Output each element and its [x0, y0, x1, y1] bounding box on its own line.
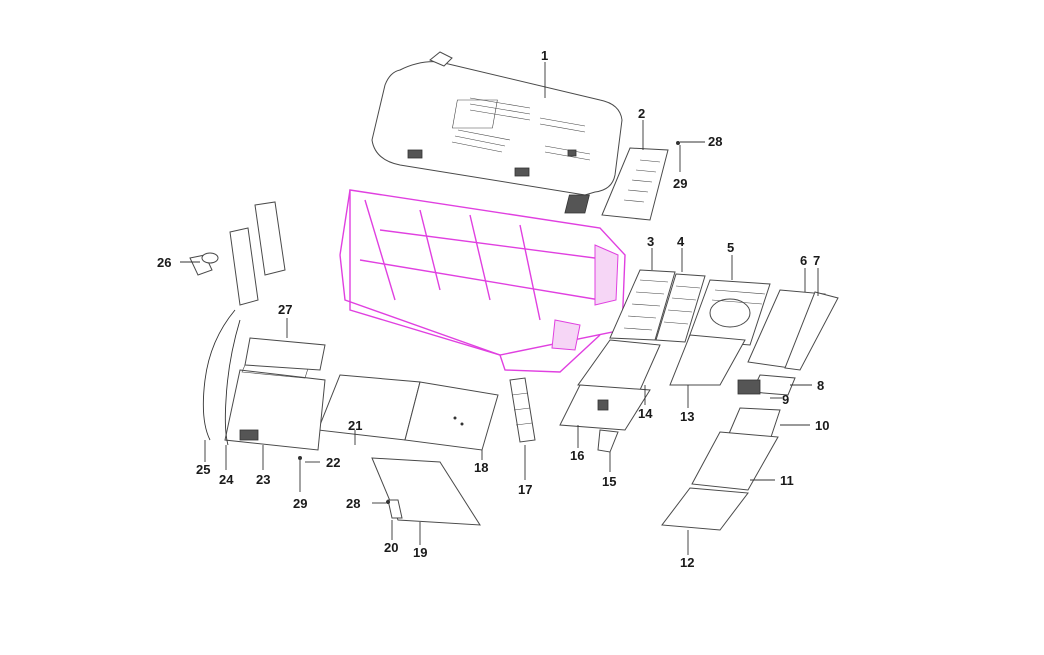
callout-29b: 29 [293, 496, 307, 511]
box-23-part [224, 357, 326, 451]
callout-19: 19 [413, 545, 427, 560]
floor-plate-21-part [317, 374, 421, 441]
leader-lines [180, 62, 819, 555]
callout-23: 23 [256, 472, 270, 487]
light-26-part [189, 252, 219, 276]
main-frame [339, 189, 626, 373]
callout-18: 18 [474, 460, 488, 475]
perforated-panel-3-part [609, 269, 676, 341]
callout-21: 21 [348, 418, 362, 433]
grille-panel-part [564, 147, 669, 221]
handrail-rear-part [229, 201, 286, 306]
lid-27-part [244, 337, 326, 371]
panel-12-part [661, 487, 749, 531]
callout-29a: 29 [673, 176, 687, 191]
callout-2: 2 [638, 106, 645, 121]
perforated-panel-4-part [655, 273, 706, 343]
hood-cover-part [371, 51, 623, 196]
callout-17: 17 [518, 482, 532, 497]
side-plate-19-part [371, 457, 481, 526]
side-cover-7-part [784, 291, 839, 371]
callout-28a: 28 [708, 134, 722, 149]
callout-3: 3 [647, 234, 654, 249]
bracket-20-part [387, 499, 403, 519]
plate-14-part [577, 339, 661, 391]
callout-16: 16 [570, 448, 584, 463]
callout-14: 14 [638, 406, 653, 421]
callout-labels: 1 2 28 29 3 4 5 6 7 26 27 8 9 13 14 10 1… [157, 48, 829, 570]
callout-8: 8 [817, 378, 824, 393]
callout-15: 15 [602, 474, 616, 489]
callout-13: 13 [680, 409, 694, 424]
floor-plate-18-part [404, 381, 499, 451]
callout-26: 26 [157, 255, 171, 270]
callout-7: 7 [813, 253, 820, 268]
callout-10: 10 [815, 418, 829, 433]
fan-panel-part [687, 279, 771, 346]
callout-11: 11 [780, 473, 794, 488]
callout-25: 25 [196, 462, 210, 477]
callout-12: 12 [680, 555, 694, 570]
callout-6: 6 [800, 253, 807, 268]
plate-16-part [559, 384, 651, 431]
callout-27: 27 [278, 302, 292, 317]
callout-4: 4 [677, 234, 685, 249]
panel-11-part [691, 431, 779, 491]
callout-20: 20 [384, 540, 398, 555]
callout-28b: 28 [346, 496, 360, 511]
cover-13-part [669, 334, 746, 386]
callout-1: 1 [541, 48, 548, 63]
handrail-17-part [509, 377, 536, 443]
callout-22: 22 [326, 455, 340, 470]
filter-9-part [737, 379, 761, 395]
hose-25-part [202, 309, 236, 441]
callout-9: 9 [782, 392, 789, 407]
bracket-15-part [597, 429, 619, 453]
callout-5: 5 [727, 240, 734, 255]
hose-24-part [224, 319, 241, 446]
callout-24: 24 [219, 472, 234, 487]
